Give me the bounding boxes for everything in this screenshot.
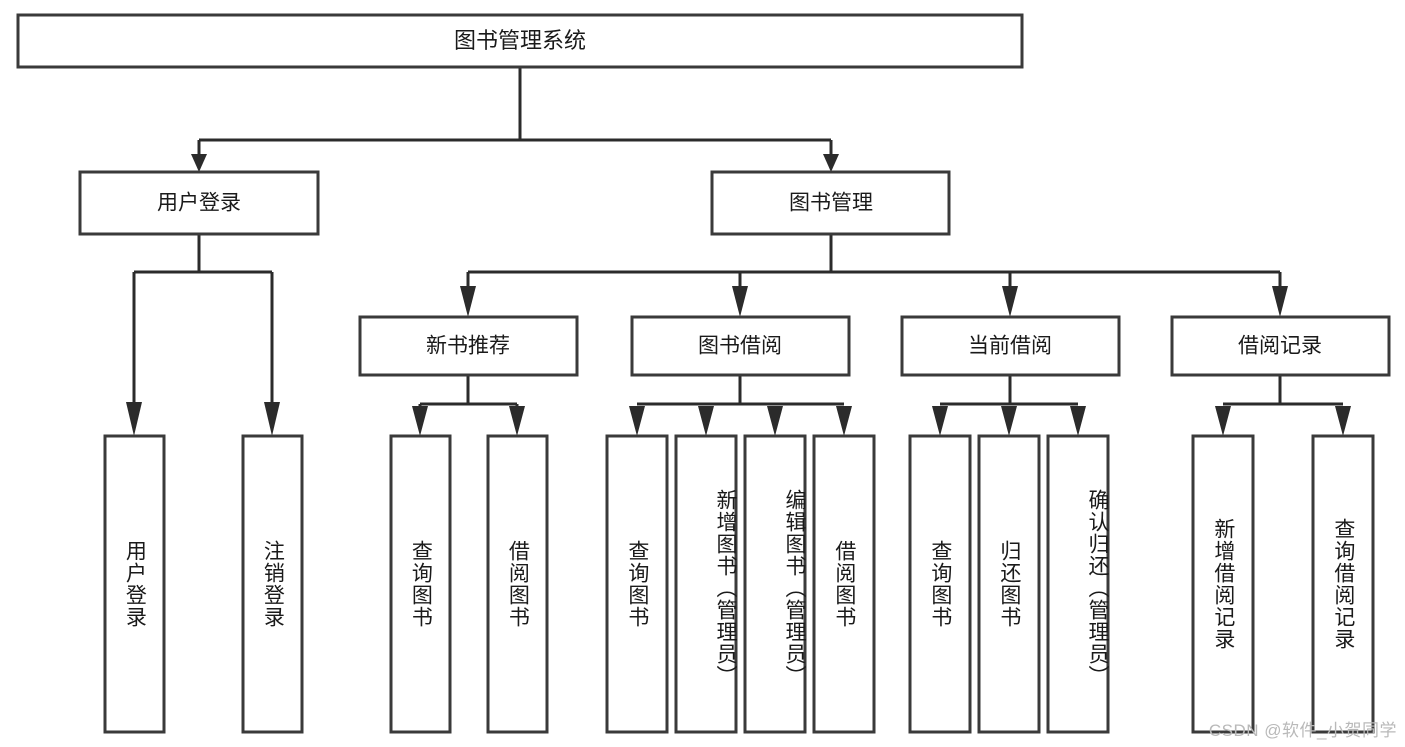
arrow-newbook-leaf-1 bbox=[412, 406, 428, 436]
node-current-borrow-box[interactable] bbox=[900, 315, 1121, 377]
node-book-management-box[interactable] bbox=[710, 170, 951, 236]
leaf-current-borrow-2-box[interactable] bbox=[977, 434, 1041, 734]
arrow-bookborrow-leaf-2 bbox=[698, 406, 714, 436]
nodes: 图书管理系统 用户登录 图书管理 新书推荐 图书借阅 当前借阅 借阅记录 bbox=[16, 13, 1391, 734]
arrow-currentborrow-leaf-1 bbox=[932, 406, 948, 436]
arrow-newbook-leaf-2 bbox=[509, 406, 525, 436]
arrow-currentborrow-leaf-2 bbox=[1001, 406, 1017, 436]
leaf-new-book-1-box[interactable] bbox=[389, 434, 452, 734]
arrow-currentborrow-leaf-3 bbox=[1070, 406, 1086, 436]
arrow-borrowrecord-leaf-2 bbox=[1335, 406, 1351, 436]
leaf-book-borrow-4-box[interactable] bbox=[812, 434, 876, 734]
leaf-new-book-2-box[interactable] bbox=[486, 434, 549, 734]
leaf-borrow-record-1-box[interactable] bbox=[1191, 434, 1255, 734]
arrow-bookmgmt-child-3 bbox=[1002, 286, 1018, 317]
arrow-bookborrow-leaf-1 bbox=[629, 406, 645, 436]
node-root-label: 图书管理系统 bbox=[454, 28, 586, 53]
arrow-bookborrow-leaf-3 bbox=[767, 406, 783, 436]
node-book-management-label: 图书管理 bbox=[789, 192, 873, 215]
arrow-bookborrow-leaf-4 bbox=[836, 406, 852, 436]
node-borrow-record-box[interactable] bbox=[1170, 315, 1391, 377]
node-root-box[interactable] bbox=[16, 13, 1024, 69]
arrow-bookmgmt-child-1 bbox=[460, 286, 476, 317]
node-book-borrow-label: 图书借阅 bbox=[698, 335, 782, 358]
leaf-user-login-1-box[interactable] bbox=[103, 434, 166, 734]
leaf-book-borrow-2-box[interactable] bbox=[674, 434, 738, 734]
arrow-root-to-user-login bbox=[191, 154, 207, 172]
arrow-bookmgmt-child-2 bbox=[732, 286, 748, 317]
watermark-label: CSDN @软件_小贺同学 bbox=[1208, 721, 1397, 740]
node-current-borrow-label: 当前借阅 bbox=[968, 335, 1052, 358]
leaf-book-borrow-3-box[interactable] bbox=[743, 434, 807, 734]
arrow-borrowrecord-leaf-1 bbox=[1215, 406, 1231, 436]
leaf-current-borrow-1-box[interactable] bbox=[908, 434, 972, 734]
leaf-current-borrow-3-box[interactable] bbox=[1046, 434, 1110, 734]
arrow-bookmgmt-child-4 bbox=[1272, 286, 1288, 317]
node-user-login-label: 用户登录 bbox=[157, 192, 241, 215]
arrow-userlogin-leaf-1 bbox=[126, 402, 142, 436]
leaf-book-borrow-1-box[interactable] bbox=[605, 434, 669, 734]
leaf-borrow-record-2-box[interactable] bbox=[1311, 434, 1375, 734]
node-book-borrow-box[interactable] bbox=[630, 315, 851, 377]
arrow-root-to-book-mgmt bbox=[823, 154, 839, 172]
node-borrow-record-label: 借阅记录 bbox=[1238, 335, 1322, 358]
node-new-book-recommend-label: 新书推荐 bbox=[426, 335, 510, 358]
node-new-book-recommend-box[interactable] bbox=[358, 315, 579, 377]
connectors bbox=[126, 67, 1351, 436]
arrow-userlogin-leaf-2 bbox=[264, 402, 280, 436]
node-user-login-box[interactable] bbox=[78, 170, 320, 236]
leaf-user-login-2-box[interactable] bbox=[241, 434, 304, 734]
